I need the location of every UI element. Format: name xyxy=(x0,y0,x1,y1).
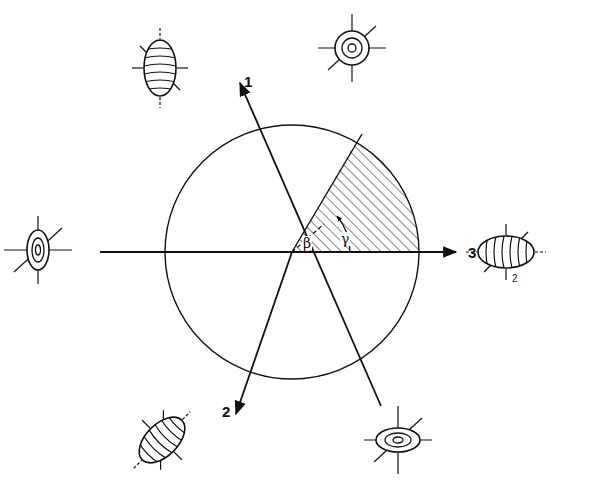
beta-symbol: β xyxy=(302,236,312,250)
oblate-shape xyxy=(4,216,72,284)
gamma-arc xyxy=(337,216,350,252)
gamma-symbol: γ xyxy=(340,232,350,246)
axis-3 xyxy=(100,251,456,253)
oblate-shape xyxy=(364,406,432,474)
beta-radius xyxy=(292,224,324,252)
hatched-sector xyxy=(292,142,419,252)
oblate-shape xyxy=(318,14,386,82)
axis-number: 1 xyxy=(244,74,252,89)
small-number: 2 xyxy=(512,274,518,284)
axis-1 xyxy=(240,83,381,406)
prolate-shape xyxy=(114,392,210,488)
axis-number: 3 xyxy=(468,245,476,260)
axis-number: 2 xyxy=(222,404,230,419)
symmetry-line xyxy=(292,134,362,252)
prolate-shape xyxy=(466,224,546,280)
axis-2 xyxy=(236,252,292,414)
prolate-shape xyxy=(132,28,188,108)
